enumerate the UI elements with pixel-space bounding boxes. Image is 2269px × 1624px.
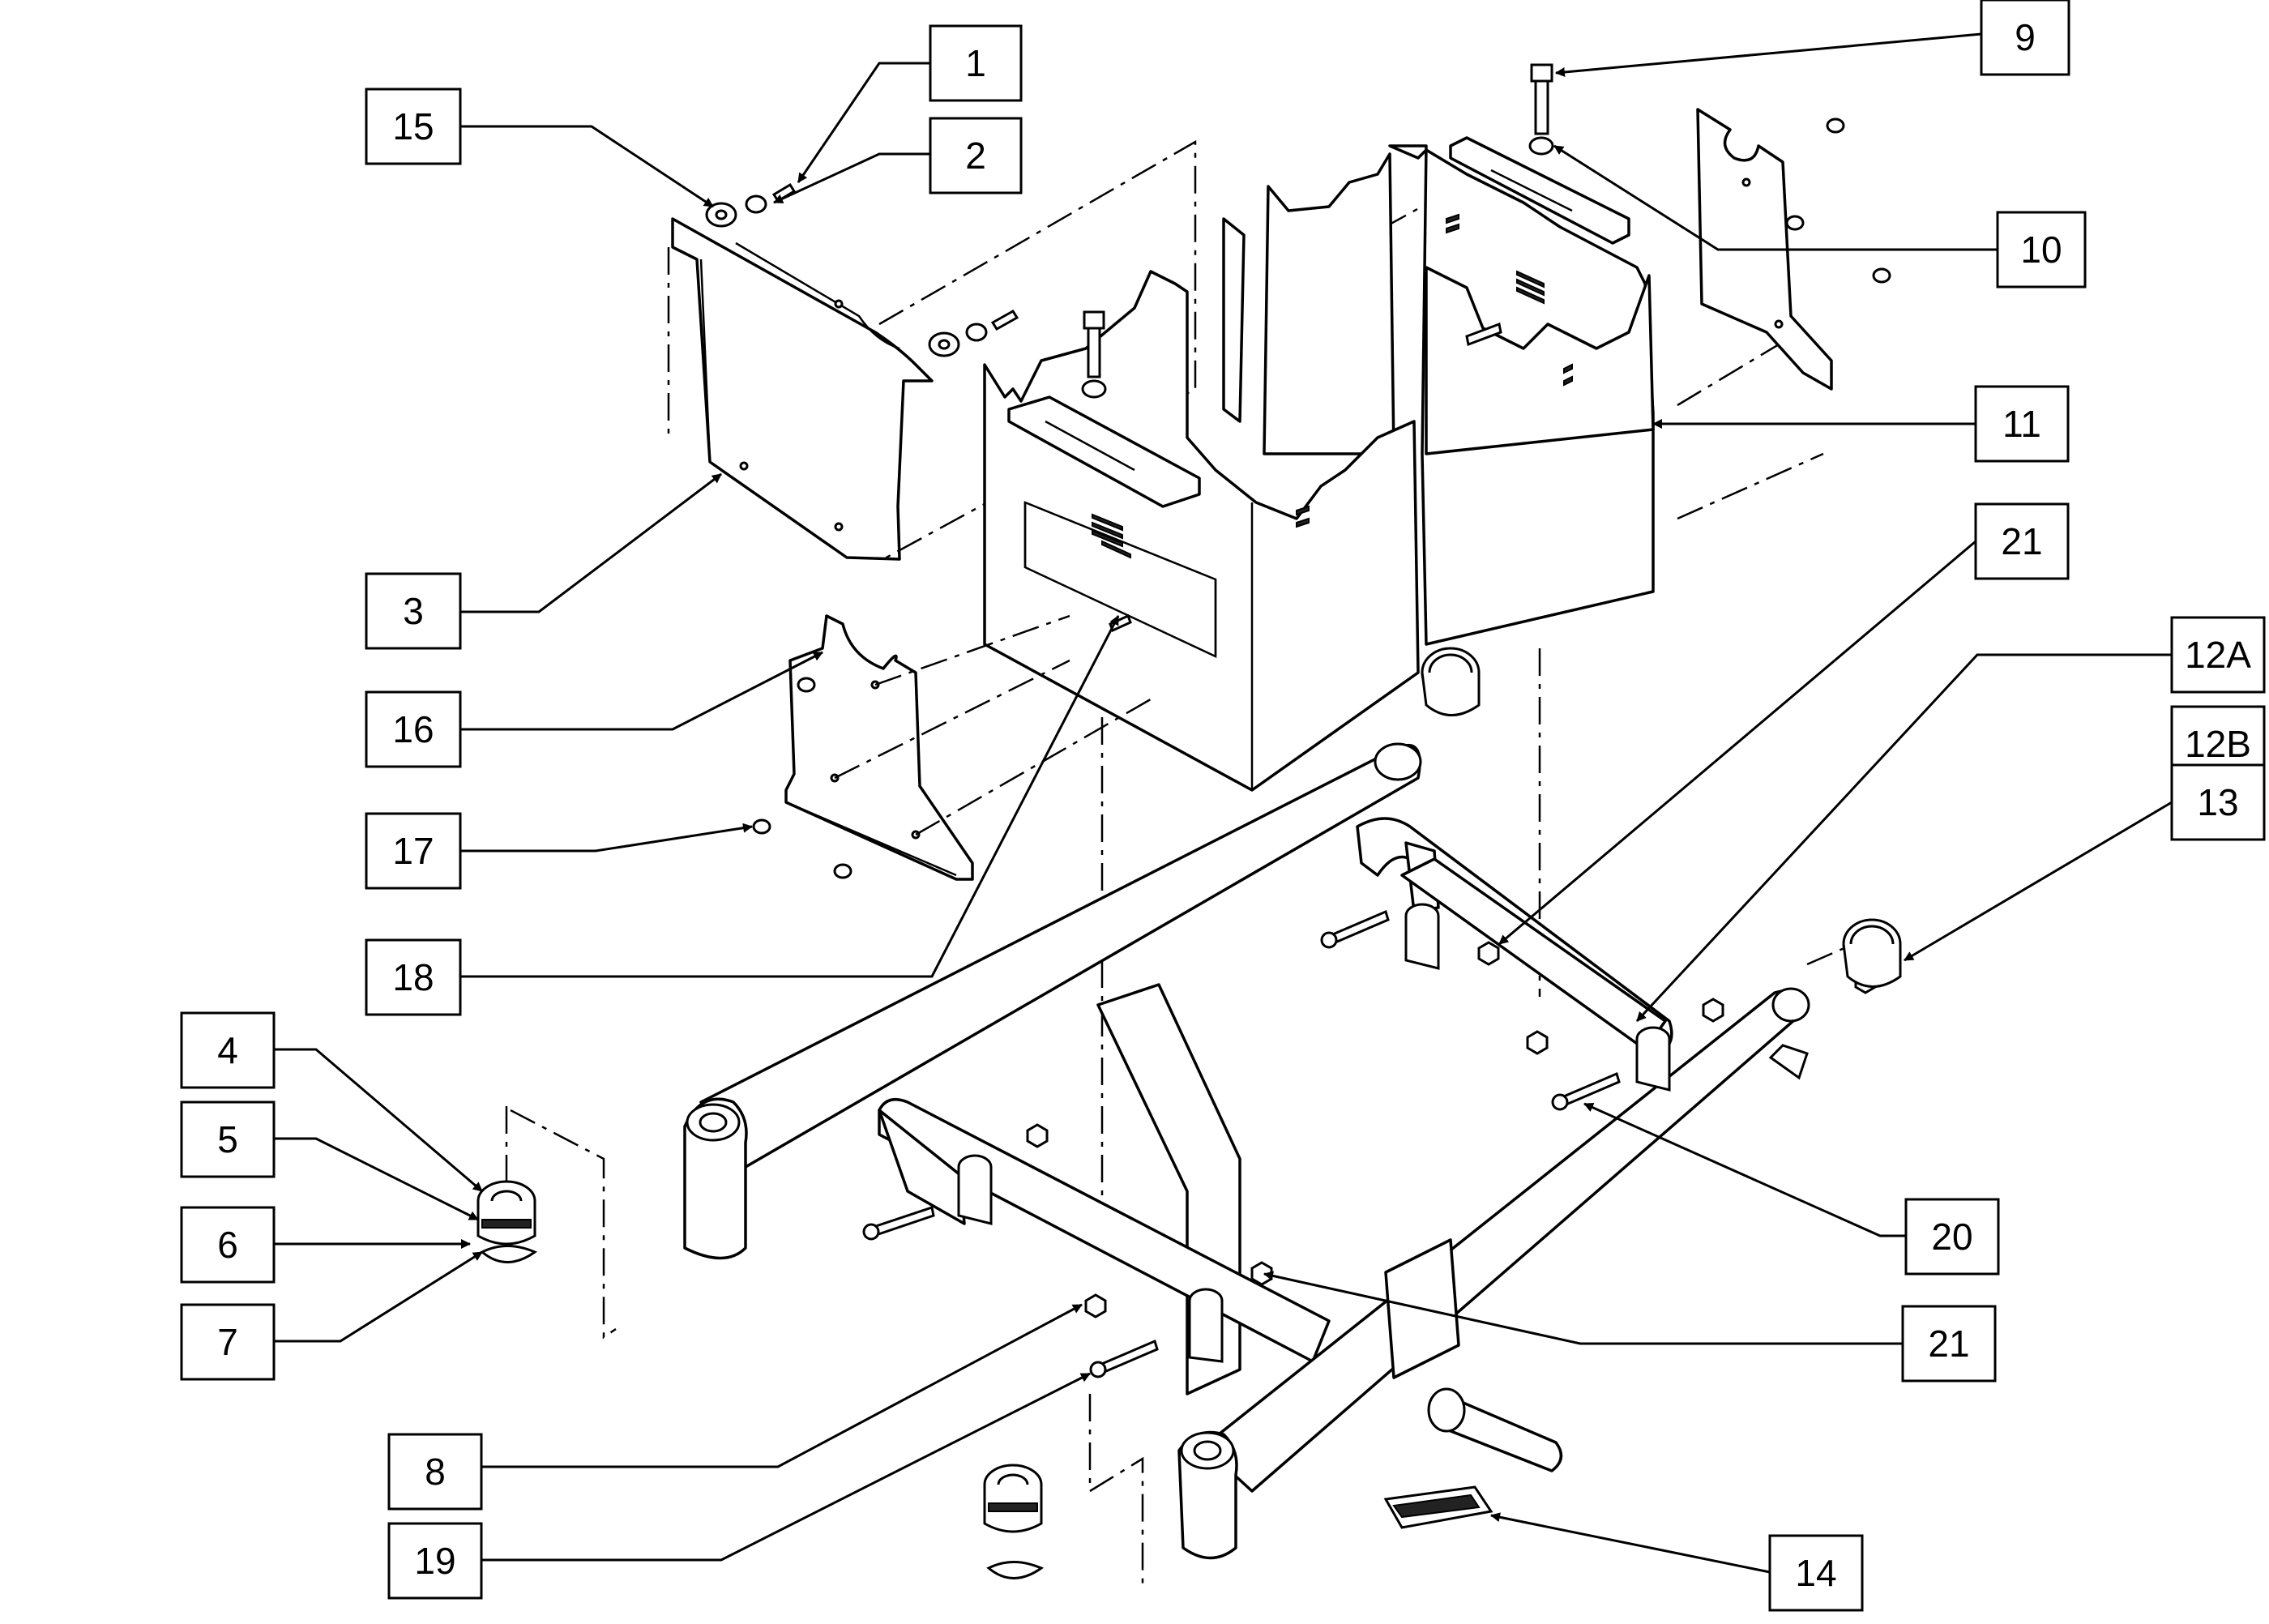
callout-20-label: 20 [1931, 1216, 1972, 1258]
callout-8-label: 8 [425, 1451, 446, 1493]
callout-14: 14 [1768, 1534, 1864, 1612]
callout-13-label: 13 [2197, 781, 2238, 823]
bolts-upper [1081, 63, 1554, 633]
callout-10-label: 10 [2020, 229, 2062, 271]
callout-16: 16 [365, 690, 462, 768]
callout-21-lower: 21 [1901, 1305, 1997, 1383]
callout-9-label: 9 [2015, 16, 2036, 58]
callout-7: 7 [180, 1303, 276, 1381]
caster-bearing-right [983, 1464, 1045, 1579]
callout-8: 8 [387, 1433, 483, 1511]
callout-4: 4 [180, 1011, 276, 1089]
callout-17: 17 [365, 812, 462, 890]
end-caps [1421, 647, 1902, 988]
callout-3: 3 [365, 572, 462, 650]
callout-10: 10 [1996, 211, 2087, 288]
frame-fasteners [862, 909, 1877, 1378]
frame-clamps [957, 903, 1809, 1363]
callout-18-label: 18 [392, 956, 434, 998]
callout-12a-label: 12A [2185, 634, 2251, 676]
callout-2: 2 [929, 117, 1023, 194]
callout-21-lower-label: 21 [1928, 1323, 1969, 1365]
callout-21-upper-label: 21 [2001, 520, 2042, 562]
callout-5-label: 5 [217, 1118, 238, 1160]
callout-4-label: 4 [217, 1029, 238, 1071]
callout-17-label: 17 [392, 830, 434, 872]
callout-1-label: 1 [965, 42, 986, 84]
leader-lines [274, 32, 2173, 1574]
callout-20: 20 [1904, 1198, 2000, 1276]
base-frame [683, 742, 1810, 1560]
callout-11: 11 [1974, 385, 2070, 463]
callout-19: 19 [387, 1522, 483, 1600]
callout-15-label: 15 [392, 105, 434, 147]
callout-7-label: 7 [217, 1321, 238, 1363]
front-bracket-left [752, 614, 1156, 881]
callout-9: 9 [1980, 0, 2070, 76]
washer-stack-upper [705, 182, 1019, 357]
callout-18: 18 [365, 938, 462, 1016]
callout-6: 6 [180, 1206, 276, 1284]
callout-19-label: 19 [414, 1540, 455, 1582]
callout-16-label: 16 [392, 708, 434, 750]
battery-box [983, 136, 1655, 792]
callout-12a: 12A [2170, 616, 2266, 694]
callout-13: 13 [2170, 763, 2266, 841]
callout-6-label: 6 [217, 1224, 238, 1266]
callout-1: 1 [929, 24, 1023, 102]
callout-3-label: 3 [403, 590, 424, 632]
callout-14-label: 14 [1795, 1552, 1836, 1594]
callout-5: 5 [180, 1100, 276, 1178]
side-panel-left [667, 217, 934, 561]
callout-12b-label: 12B [2185, 723, 2251, 765]
tube-plug [1383, 1485, 1493, 1529]
callout-2-label: 2 [965, 135, 986, 177]
callout-15: 15 [365, 88, 462, 165]
callout-11-label: 11 [2002, 403, 2041, 445]
callout-21-upper: 21 [1974, 502, 2070, 580]
caster-bearing-left [476, 1106, 538, 1263]
